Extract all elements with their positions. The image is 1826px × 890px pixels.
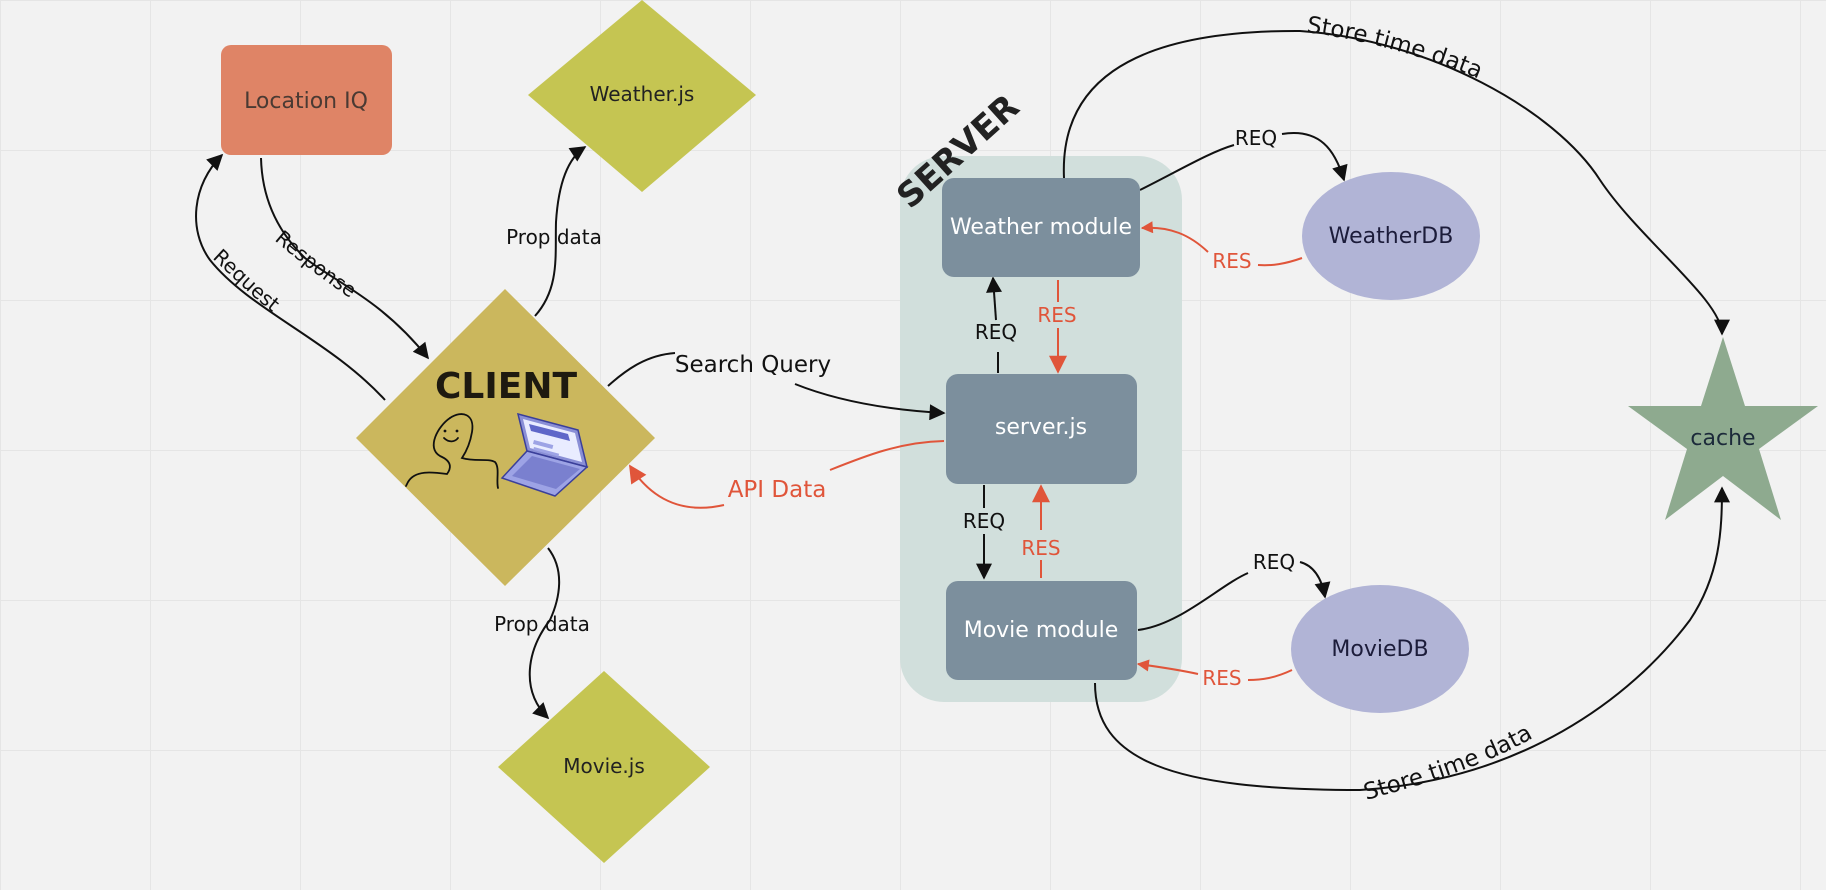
edge-label-res-movie-db: RES: [1202, 666, 1241, 690]
edge-label-res-movie-server: RES: [1021, 536, 1060, 560]
node-location-iq-label: Location IQ: [244, 89, 368, 114]
edge-label-search-query: Search Query: [675, 352, 831, 378]
node-server-js[interactable]: server.js: [946, 374, 1137, 484]
edge-label-store-time-top: Store time data: [1305, 12, 1486, 84]
node-cache-label: cache: [1690, 426, 1755, 451]
edge-store-time-bottom: [1094, 486, 1730, 792]
edge-res-weather-db-start: [1257, 257, 1303, 267]
edge-label-res-weather-server: RES: [1037, 303, 1076, 327]
edge-req-movie-db-start: [1137, 572, 1249, 631]
edge-label-request: Request: [209, 244, 285, 316]
edge-api-data: [629, 464, 725, 509]
node-server-js-label: server.js: [995, 415, 1087, 440]
node-weather-js-label: Weather.js: [590, 82, 695, 106]
node-movie-js[interactable]: Movie.js: [498, 671, 710, 863]
node-client-label: CLIENT: [435, 366, 577, 407]
node-movie-module-label: Movie module: [964, 618, 1119, 643]
edge-label-res-weather-db: RES: [1212, 249, 1251, 273]
edge-res-movie-db-start: [1247, 669, 1293, 681]
node-movie-db[interactable]: MovieDB: [1291, 585, 1469, 713]
edge-prop-data-movie: [528, 547, 561, 720]
node-weather-module-label: Weather module: [950, 215, 1132, 240]
node-weather-db-label: WeatherDB: [1329, 224, 1454, 249]
edge-label-req-movie-db: REQ: [1253, 550, 1295, 574]
edge-search-query: [794, 383, 946, 421]
node-cache[interactable]: cache: [1628, 337, 1818, 520]
node-location-iq[interactable]: Location IQ: [221, 45, 392, 155]
person-icon: [405, 413, 499, 489]
edge-api-data-start: [829, 440, 945, 471]
edge-res-movie-db: [1136, 659, 1199, 675]
edge-response: [260, 157, 429, 360]
node-client[interactable]: CLIENT: [356, 289, 655, 586]
edge-label-prop-data-movie: Prop data: [494, 612, 590, 636]
edge-req-weather-db: [1281, 132, 1348, 182]
edge-search-query-start: [607, 352, 676, 387]
edge-req-weather-db-start: [1139, 144, 1235, 191]
edge-label-req-weather-db: REQ: [1235, 126, 1277, 150]
node-movie-js-label: Movie.js: [563, 754, 645, 778]
edge-request: [195, 153, 386, 401]
edge-label-prop-data-weather: Prop data: [506, 225, 602, 249]
edge-prop-data-weather: [534, 146, 587, 317]
edge-label-req-server-movie: REQ: [963, 509, 1005, 533]
edge-label-req-server-weather: REQ: [975, 320, 1017, 344]
node-weather-module[interactable]: Weather module: [942, 178, 1140, 277]
edge-res-weather-db: [1140, 221, 1209, 253]
edge-label-store-time-bottom: Store time data: [1361, 720, 1537, 806]
edge-req-movie-db: [1299, 561, 1331, 599]
edge-req-server-weather: [986, 276, 1003, 321]
node-movie-db-label: MovieDB: [1331, 637, 1428, 662]
node-movie-module[interactable]: Movie module: [946, 581, 1137, 680]
laptop-icon: [500, 412, 589, 497]
edge-label-response: Response: [271, 225, 361, 302]
node-weather-js[interactable]: Weather.js: [528, 0, 756, 192]
edge-label-api-data: API Data: [728, 477, 827, 503]
edge-store-time-top: [1062, 29, 1730, 336]
node-weather-db[interactable]: WeatherDB: [1302, 172, 1480, 300]
